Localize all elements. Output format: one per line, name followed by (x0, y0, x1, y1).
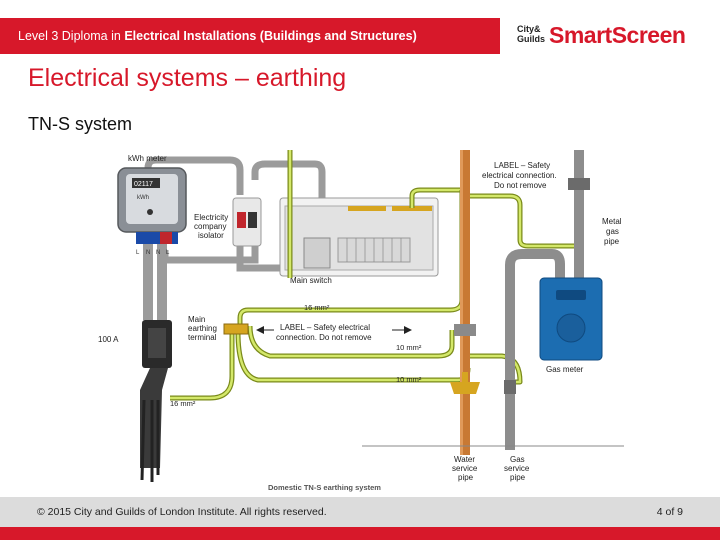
tns-earthing-diagram: kWh meter 02117 kWh L N N L Electricity … (98, 150, 624, 492)
terminal-l1: L (136, 250, 144, 256)
gas-pipe-lower (505, 249, 565, 450)
meter-unit: kWh (137, 195, 149, 201)
safety-label-mid-line1: LABEL – Safety electrical (280, 323, 370, 332)
gas-service-line2: service (504, 464, 530, 473)
logo-guilds: Guilds (517, 34, 546, 44)
course-name: Electrical Installations (Buildings and … (124, 29, 417, 43)
fuse-rating-label: 100 A (98, 335, 119, 344)
water-stopcock (450, 382, 480, 394)
met-label-line1: Main (188, 315, 205, 324)
water-pipe-clamp (454, 324, 476, 336)
water-service-line2: service (452, 464, 478, 473)
meter-button-icon (147, 209, 153, 215)
gas-service-line3: pipe (510, 473, 526, 482)
gas-service-line1: Gas (510, 455, 525, 464)
gas-valve (504, 380, 516, 394)
gas-meter-label: Gas meter (546, 365, 584, 374)
header-bar: Level 3 Diploma in Electrical Installati… (0, 18, 500, 54)
gas-meter-dial (556, 313, 586, 343)
slide-subtitle: TN-S system (28, 114, 133, 134)
service-cable (140, 368, 168, 468)
arrow-left-icon (256, 326, 264, 334)
isolator-label-line2: company (194, 222, 226, 231)
mcb-dividers (346, 238, 402, 262)
gas-pipe-clamp (568, 178, 590, 190)
main-earthing-terminal (223, 323, 249, 335)
cable-size-16-bottom: 16 mm² (170, 399, 196, 408)
gas-pipe-label-line1: Metal (602, 217, 622, 226)
brand-logo: City& Guilds SmartScreen (517, 22, 687, 52)
slide-title: Electrical systems – earthing (28, 64, 347, 92)
safety-label-top-line1: LABEL – Safety (494, 161, 550, 170)
company-isolator (232, 197, 262, 247)
isolator-label-line1: Electricity (194, 213, 228, 222)
isolator-switch-right (248, 212, 257, 228)
safety-label-mid-line2: connection. Do not remove (276, 333, 372, 342)
safety-label-top-line3: Do not remove (494, 181, 547, 190)
isolator-switch-left (237, 212, 246, 228)
gas-pipe-label-line2: gas (606, 227, 619, 236)
cutout-fuse (148, 328, 166, 358)
gas-pipe-label-line3: pipe (604, 237, 620, 246)
copyright-text: © 2015 City and Guilds of London Institu… (37, 506, 327, 518)
main-switch (303, 237, 331, 269)
page-number: 4 of 9 (656, 506, 683, 518)
terminal-n1: N (146, 250, 150, 256)
water-service-line1: Water (454, 455, 475, 464)
footer-bar: © 2015 City and Guilds of London Institu… (0, 497, 720, 527)
smartscreen-logo: SmartScreen (549, 22, 686, 48)
meter-live-terminal (160, 232, 172, 244)
diagram-caption: Domestic TN-S earthing system (268, 483, 381, 492)
met-label-line2: earthing (188, 324, 217, 333)
water-pipe-highlight (460, 150, 463, 455)
terminal-n2: N (156, 250, 160, 256)
kwh-meter-label: kWh meter (128, 154, 167, 163)
earth-bar-right (392, 206, 432, 211)
stopcock-handle (462, 372, 468, 382)
city-guilds-logo: City& Guilds (517, 24, 545, 44)
arrow-right-icon (404, 326, 412, 334)
safety-label-top-line2: electrical connection. (482, 171, 557, 180)
safety-label-box (274, 321, 392, 343)
gas-pipe-upper (574, 150, 584, 280)
isolator-label-line3: isolator (198, 231, 224, 240)
logo-city: City& (517, 24, 541, 34)
met-label-line3: terminal (188, 333, 217, 342)
terminal-l2: L (166, 250, 170, 256)
cable-size-16-top: 16 mm² (304, 303, 330, 312)
bottom-accent-strip (0, 527, 720, 540)
service-cable-cores (140, 399, 160, 482)
cable-size-10-low: 10 mm² (396, 375, 422, 384)
gas-meter-display (556, 290, 586, 300)
course-prefix: Level 3 Diploma in (18, 29, 121, 43)
water-service-line3: pipe (458, 473, 474, 482)
meter-display (132, 178, 160, 188)
main-switch-label: Main switch (290, 276, 332, 285)
earth-bar-left (348, 206, 386, 211)
cable-size-10-mid: 10 mm² (396, 343, 422, 352)
water-pipe (460, 150, 470, 455)
course-title: Level 3 Diploma in Electrical Installati… (18, 29, 417, 43)
meter-reading: 02117 (134, 181, 153, 188)
meter-to-isolator-cable (144, 156, 244, 195)
isolator-return-cable (161, 240, 259, 264)
